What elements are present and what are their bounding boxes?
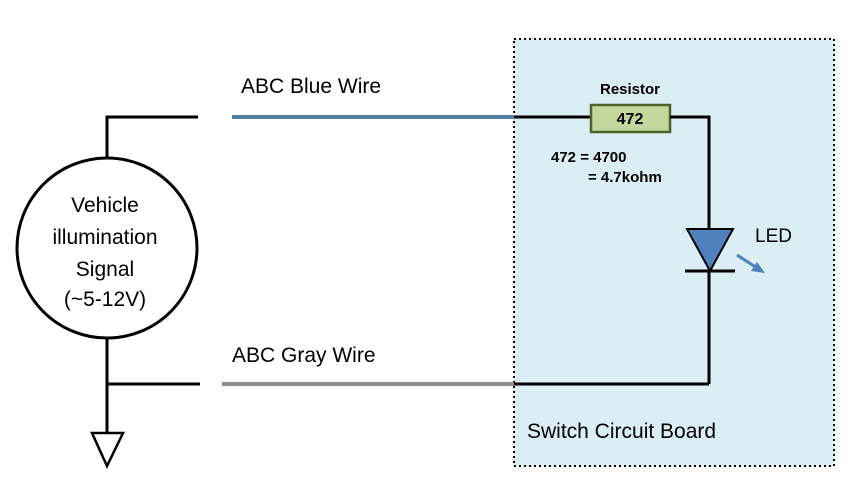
blue-wire-label: ABC Blue Wire bbox=[241, 75, 381, 98]
led-light-arrow-head bbox=[751, 262, 765, 273]
source-label-line1: Vehicle bbox=[71, 194, 139, 217]
source-label-line3: Signal bbox=[76, 258, 134, 281]
source-label-line4: (~5-12V) bbox=[64, 288, 146, 311]
resistor-note-line1: 472 = 4700 bbox=[551, 149, 627, 166]
resistor-note-line2: = 4.7kohm bbox=[588, 169, 662, 186]
resistor-to-led-wire bbox=[670, 115, 711, 228]
gray-wire-label: ABC Gray Wire bbox=[232, 344, 376, 367]
resistor-title: Resistor bbox=[600, 81, 660, 98]
board-label: Switch Circuit Board bbox=[527, 420, 716, 443]
led-light-arrow-shaft bbox=[736, 253, 758, 270]
switch-circuit-board bbox=[513, 38, 835, 467]
led-label: LED bbox=[755, 226, 792, 247]
source-top-lead bbox=[105, 115, 198, 158]
resistor-code: 472 bbox=[617, 111, 644, 128]
led-diode-triangle bbox=[685, 228, 735, 274]
ground-symbol bbox=[90, 431, 125, 469]
source-label-line2: illumination bbox=[52, 226, 157, 249]
